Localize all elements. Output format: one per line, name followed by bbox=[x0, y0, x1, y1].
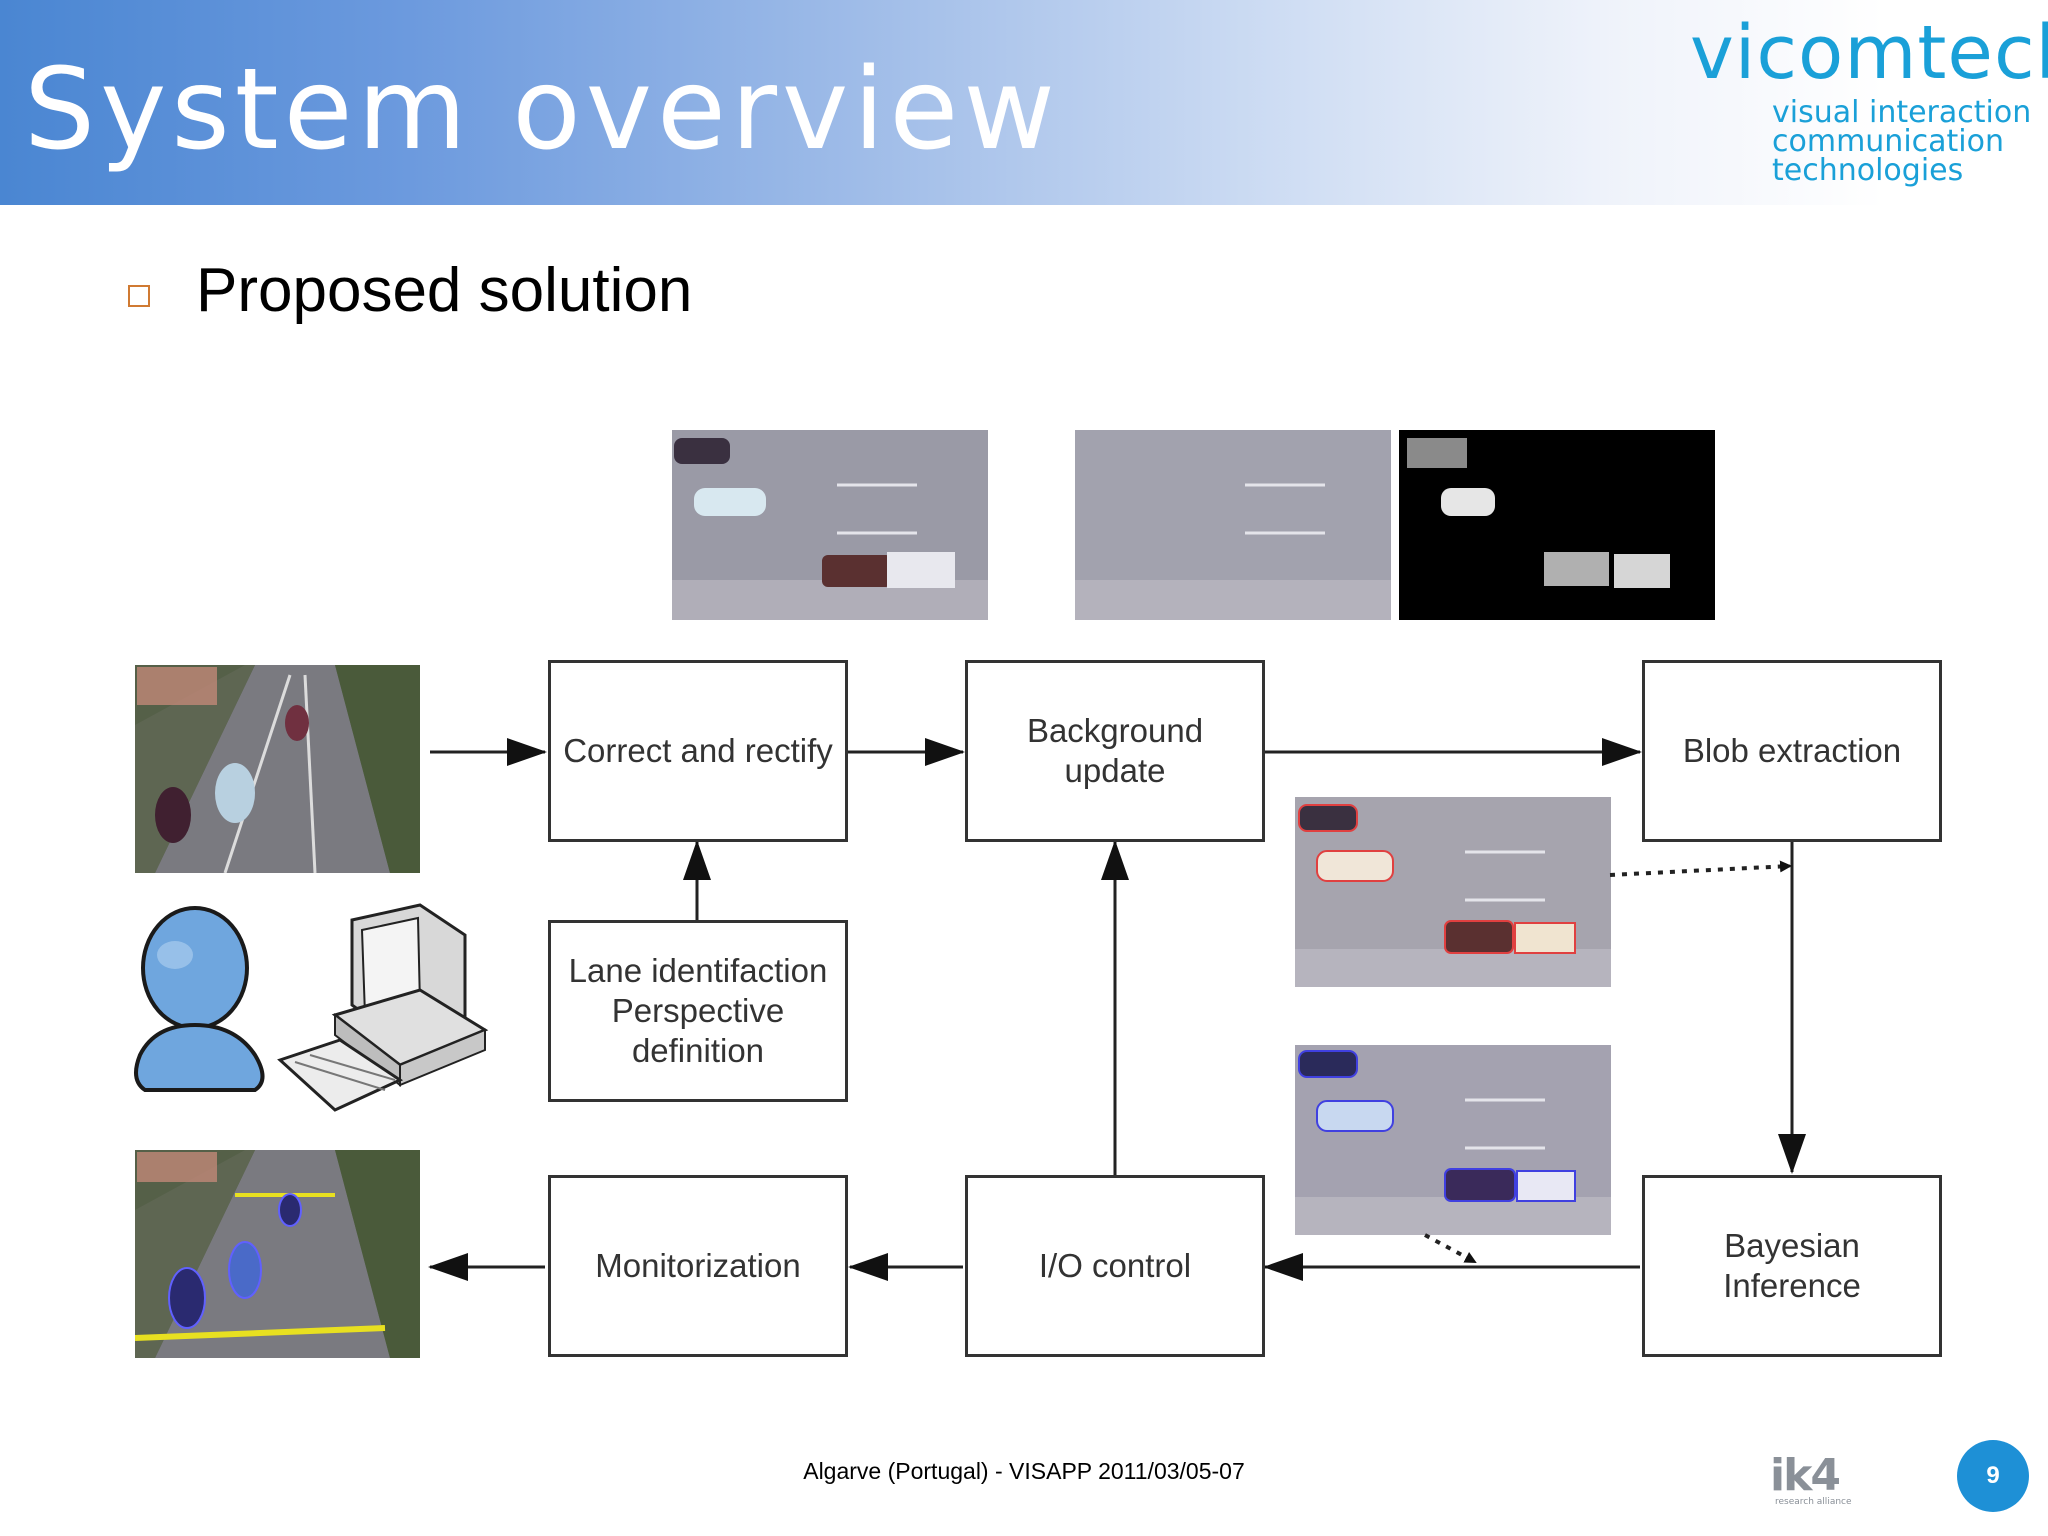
monitor-output-photo bbox=[135, 1150, 420, 1358]
page-number-badge: 9 bbox=[1957, 1440, 2029, 1512]
node-lane-identification: Lane identifaction Perspective definitio… bbox=[548, 920, 848, 1102]
node-correct-and-rectify: Correct and rectify bbox=[548, 660, 848, 842]
ik4-logo: ik4 bbox=[1770, 1450, 1841, 1501]
road-frame-background bbox=[1075, 430, 1391, 620]
header-bar: System overview bbox=[0, 0, 2048, 205]
ik4-logo-subtitle: research alliance bbox=[1775, 1497, 1852, 1507]
computer-icon bbox=[277, 903, 489, 1112]
node-monitorization: Monitorization bbox=[548, 1175, 848, 1357]
road-frame-input bbox=[672, 430, 988, 620]
bullet-text: Proposed solution bbox=[196, 256, 693, 325]
dotted-arrow-blobs bbox=[1609, 860, 1792, 877]
road-frame-blobs bbox=[1295, 797, 1611, 987]
dotted-arrow-tracking bbox=[1424, 1233, 1477, 1264]
logo-wordmark: vicomtech bbox=[1690, 10, 2048, 96]
node-background-update: Background update bbox=[965, 660, 1265, 842]
node-io-control: I/O control bbox=[965, 1175, 1265, 1357]
camera-input-photo bbox=[135, 665, 420, 873]
vicomtech-logo: vicomtech visual interaction communicati… bbox=[1680, 10, 2048, 200]
road-frame-foreground-mask bbox=[1399, 430, 1715, 620]
node-bayesian-inference: Bayesian Inference bbox=[1642, 1175, 1942, 1357]
footer-text: Algarve (Portugal) - VISAPP 2011/03/05-0… bbox=[803, 1458, 1245, 1484]
road-frame-tracking bbox=[1295, 1045, 1611, 1235]
bullet-square-icon bbox=[128, 285, 150, 307]
node-blob-extraction: Blob extraction bbox=[1642, 660, 1942, 842]
logo-line-2: communication bbox=[1772, 124, 2005, 159]
logo-line-3: technologies bbox=[1772, 153, 1964, 188]
logo-line-1: visual interaction bbox=[1772, 95, 2032, 130]
user-operator-icon bbox=[134, 906, 265, 1092]
slide-title: System overview bbox=[24, 45, 1060, 175]
